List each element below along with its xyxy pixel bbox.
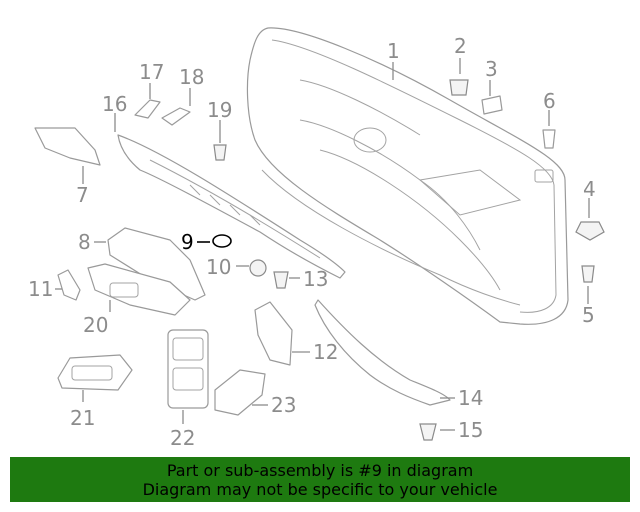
callout-5: 5 bbox=[582, 303, 595, 327]
callout-18: 18 bbox=[179, 65, 204, 89]
nut-10 bbox=[249, 259, 267, 277]
screw-5 bbox=[581, 265, 595, 283]
clip-6 bbox=[542, 129, 556, 149]
info-banner: Part or sub-assembly is #9 in diagram Di… bbox=[10, 457, 630, 502]
callout-14: 14 bbox=[458, 386, 483, 410]
clip-4 bbox=[575, 221, 605, 241]
callout-4: 4 bbox=[583, 177, 596, 201]
switch-panel-20 bbox=[87, 263, 191, 316]
cover-11 bbox=[57, 269, 81, 301]
callout-3: 3 bbox=[485, 57, 498, 81]
seal-9 bbox=[212, 234, 232, 248]
trim-panel-8 bbox=[107, 227, 206, 301]
trim-strip bbox=[117, 134, 346, 279]
callout-7: 7 bbox=[76, 183, 89, 207]
callout-6: 6 bbox=[543, 89, 556, 113]
switch-23 bbox=[214, 369, 266, 416]
callout-12: 12 bbox=[313, 340, 338, 364]
callout-2: 2 bbox=[454, 34, 467, 58]
screw-13 bbox=[273, 271, 289, 289]
clip-3 bbox=[481, 95, 503, 115]
lower-trim-14 bbox=[314, 299, 451, 406]
callout-lines bbox=[55, 58, 590, 431]
callout-23: 23 bbox=[271, 393, 296, 417]
callout-15: 15 bbox=[458, 418, 483, 442]
callout-17: 17 bbox=[139, 60, 164, 84]
window-switch-22 bbox=[167, 329, 209, 409]
screw-19 bbox=[213, 144, 227, 161]
banner-line-1: Part or sub-assembly is #9 in diagram bbox=[166, 461, 474, 480]
callout-19: 19 bbox=[207, 98, 232, 122]
callout-9: 9 bbox=[181, 230, 194, 254]
callout-10: 10 bbox=[206, 255, 231, 279]
clip-2 bbox=[449, 79, 469, 96]
switch-21 bbox=[57, 354, 133, 391]
bracket-18 bbox=[161, 107, 191, 126]
callout-21: 21 bbox=[70, 406, 95, 430]
callout-16: 16 bbox=[102, 92, 127, 116]
door-trim-panel bbox=[246, 27, 569, 325]
callout-8: 8 bbox=[78, 230, 91, 254]
handle-cover-12 bbox=[254, 301, 293, 366]
callout-1: 1 bbox=[387, 39, 400, 63]
callout-20: 20 bbox=[83, 313, 108, 337]
bracket-17 bbox=[134, 99, 161, 119]
callout-11: 11 bbox=[28, 277, 53, 301]
callout-13: 13 bbox=[303, 267, 328, 291]
trim-cover-7 bbox=[34, 127, 101, 166]
callout-labels: 1 2 3 4 5 6 7 8 9 10 11 12 13 14 15 16 1… bbox=[28, 34, 596, 450]
clip-15 bbox=[419, 423, 437, 441]
banner-line-2: Diagram may not be specific to your vehi… bbox=[142, 480, 498, 499]
callout-22: 22 bbox=[170, 426, 195, 450]
